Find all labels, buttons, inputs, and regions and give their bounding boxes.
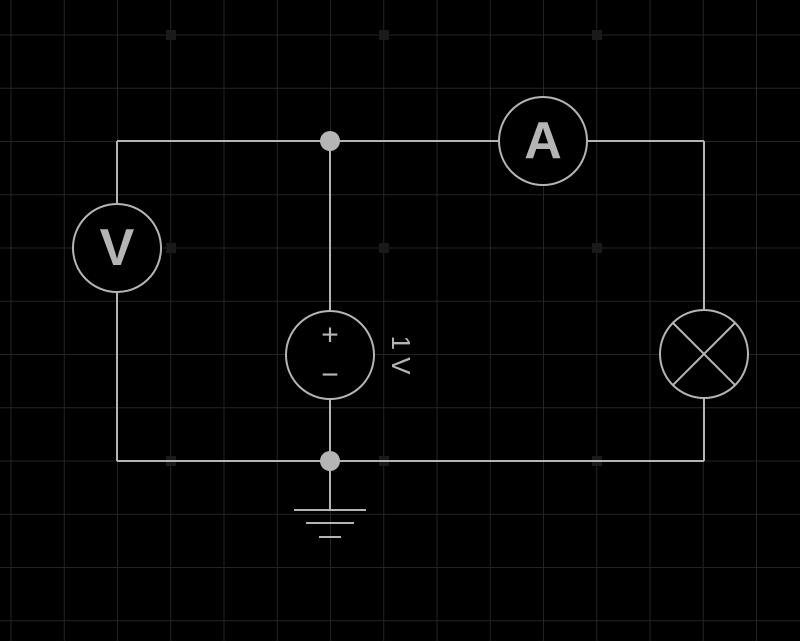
grid-anchor	[592, 30, 602, 40]
voltmeter-circle	[72, 203, 162, 293]
source-minus-sign: −	[321, 359, 339, 392]
grid-anchor	[166, 243, 176, 253]
circuit-wires	[116, 140, 705, 510]
grid-anchor	[166, 30, 176, 40]
lamp[interactable]	[659, 309, 749, 399]
source-plus-sign: +	[321, 319, 339, 352]
ammeter-circle	[498, 96, 588, 186]
grid-anchor	[379, 30, 389, 40]
source-value-label: 1 V	[386, 335, 416, 375]
grid-anchor	[379, 243, 389, 253]
voltmeter[interactable]: V	[72, 203, 162, 293]
junction-top-node[interactable]	[320, 131, 340, 151]
ground-symbol[interactable]	[294, 509, 366, 538]
voltage-source-circle	[285, 310, 375, 400]
voltmeter-label: V	[100, 219, 135, 277]
voltage-source[interactable]: + − 1 V	[285, 310, 416, 400]
junction-bottom-node[interactable]	[320, 451, 340, 471]
ammeter[interactable]: A	[498, 96, 588, 186]
grid-anchor	[592, 243, 602, 253]
ammeter-label: A	[524, 112, 562, 170]
lamp-cross-2	[672, 322, 736, 386]
